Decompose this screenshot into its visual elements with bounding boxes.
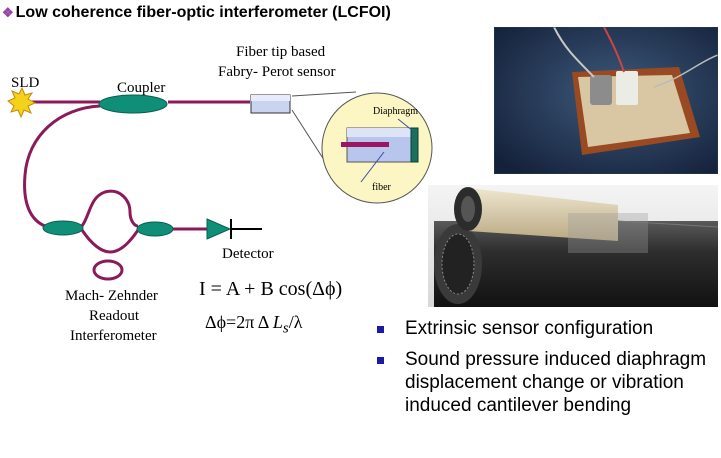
detector-icon xyxy=(207,219,231,239)
label-sld: SLD xyxy=(11,75,39,92)
label-fp-sensor-line2: Fabry- Perot sensor xyxy=(218,64,335,81)
square-bullet-icon xyxy=(377,357,384,364)
bullet-list: Extrinsic sensor configuration Sound pre… xyxy=(377,317,717,425)
mz-coupler-left-shape xyxy=(43,221,83,235)
sld-source-icon xyxy=(8,88,35,117)
coupler-shape xyxy=(99,95,167,113)
equation-phase-part-b: /λ xyxy=(289,312,303,332)
label-detector: Detector xyxy=(222,246,274,263)
mz-upper-arm xyxy=(82,191,138,226)
equation-phase-part-a: Δϕ=2π Δ xyxy=(205,312,273,332)
mz-lower-arm xyxy=(82,230,138,252)
callout-line-upper xyxy=(292,92,356,96)
bullet-item: Sound pressure induced diaphragm displac… xyxy=(377,348,717,417)
bullet-item: Extrinsic sensor configuration xyxy=(377,317,717,340)
label-coupler: Coupler xyxy=(117,80,165,97)
label-mz-line1: Mach- Zehnder xyxy=(65,288,158,305)
zoom-fiber xyxy=(341,142,389,147)
equation-phase: Δϕ=2π Δ Ls/λ xyxy=(205,312,302,338)
bullet-text: Extrinsic sensor configuration xyxy=(405,318,653,339)
fiber-coupler-to-mz xyxy=(25,106,100,226)
square-bullet-icon xyxy=(377,326,384,333)
mz-coupler-right-shape xyxy=(137,222,173,236)
equation-phase-L: L xyxy=(273,312,283,332)
label-diaphragm: Diaphragm xyxy=(373,106,418,117)
mz-loop xyxy=(94,261,122,279)
photo-sensor-board xyxy=(494,27,718,174)
label-mz-line3: Interferometer xyxy=(70,328,157,345)
bullet-text: Sound pressure induced diaphragm displac… xyxy=(405,349,706,416)
zoom-diaphragm xyxy=(411,128,418,162)
label-mz-line2: Readout xyxy=(89,308,139,325)
label-fiber: fiber xyxy=(372,182,391,193)
photo-microphone-cantilever xyxy=(428,185,718,307)
equation-intensity: I = A + B cos(Δϕ) xyxy=(199,278,342,301)
label-fp-sensor-line1: Fiber tip based xyxy=(236,44,325,61)
callout-line-lower xyxy=(292,110,326,163)
